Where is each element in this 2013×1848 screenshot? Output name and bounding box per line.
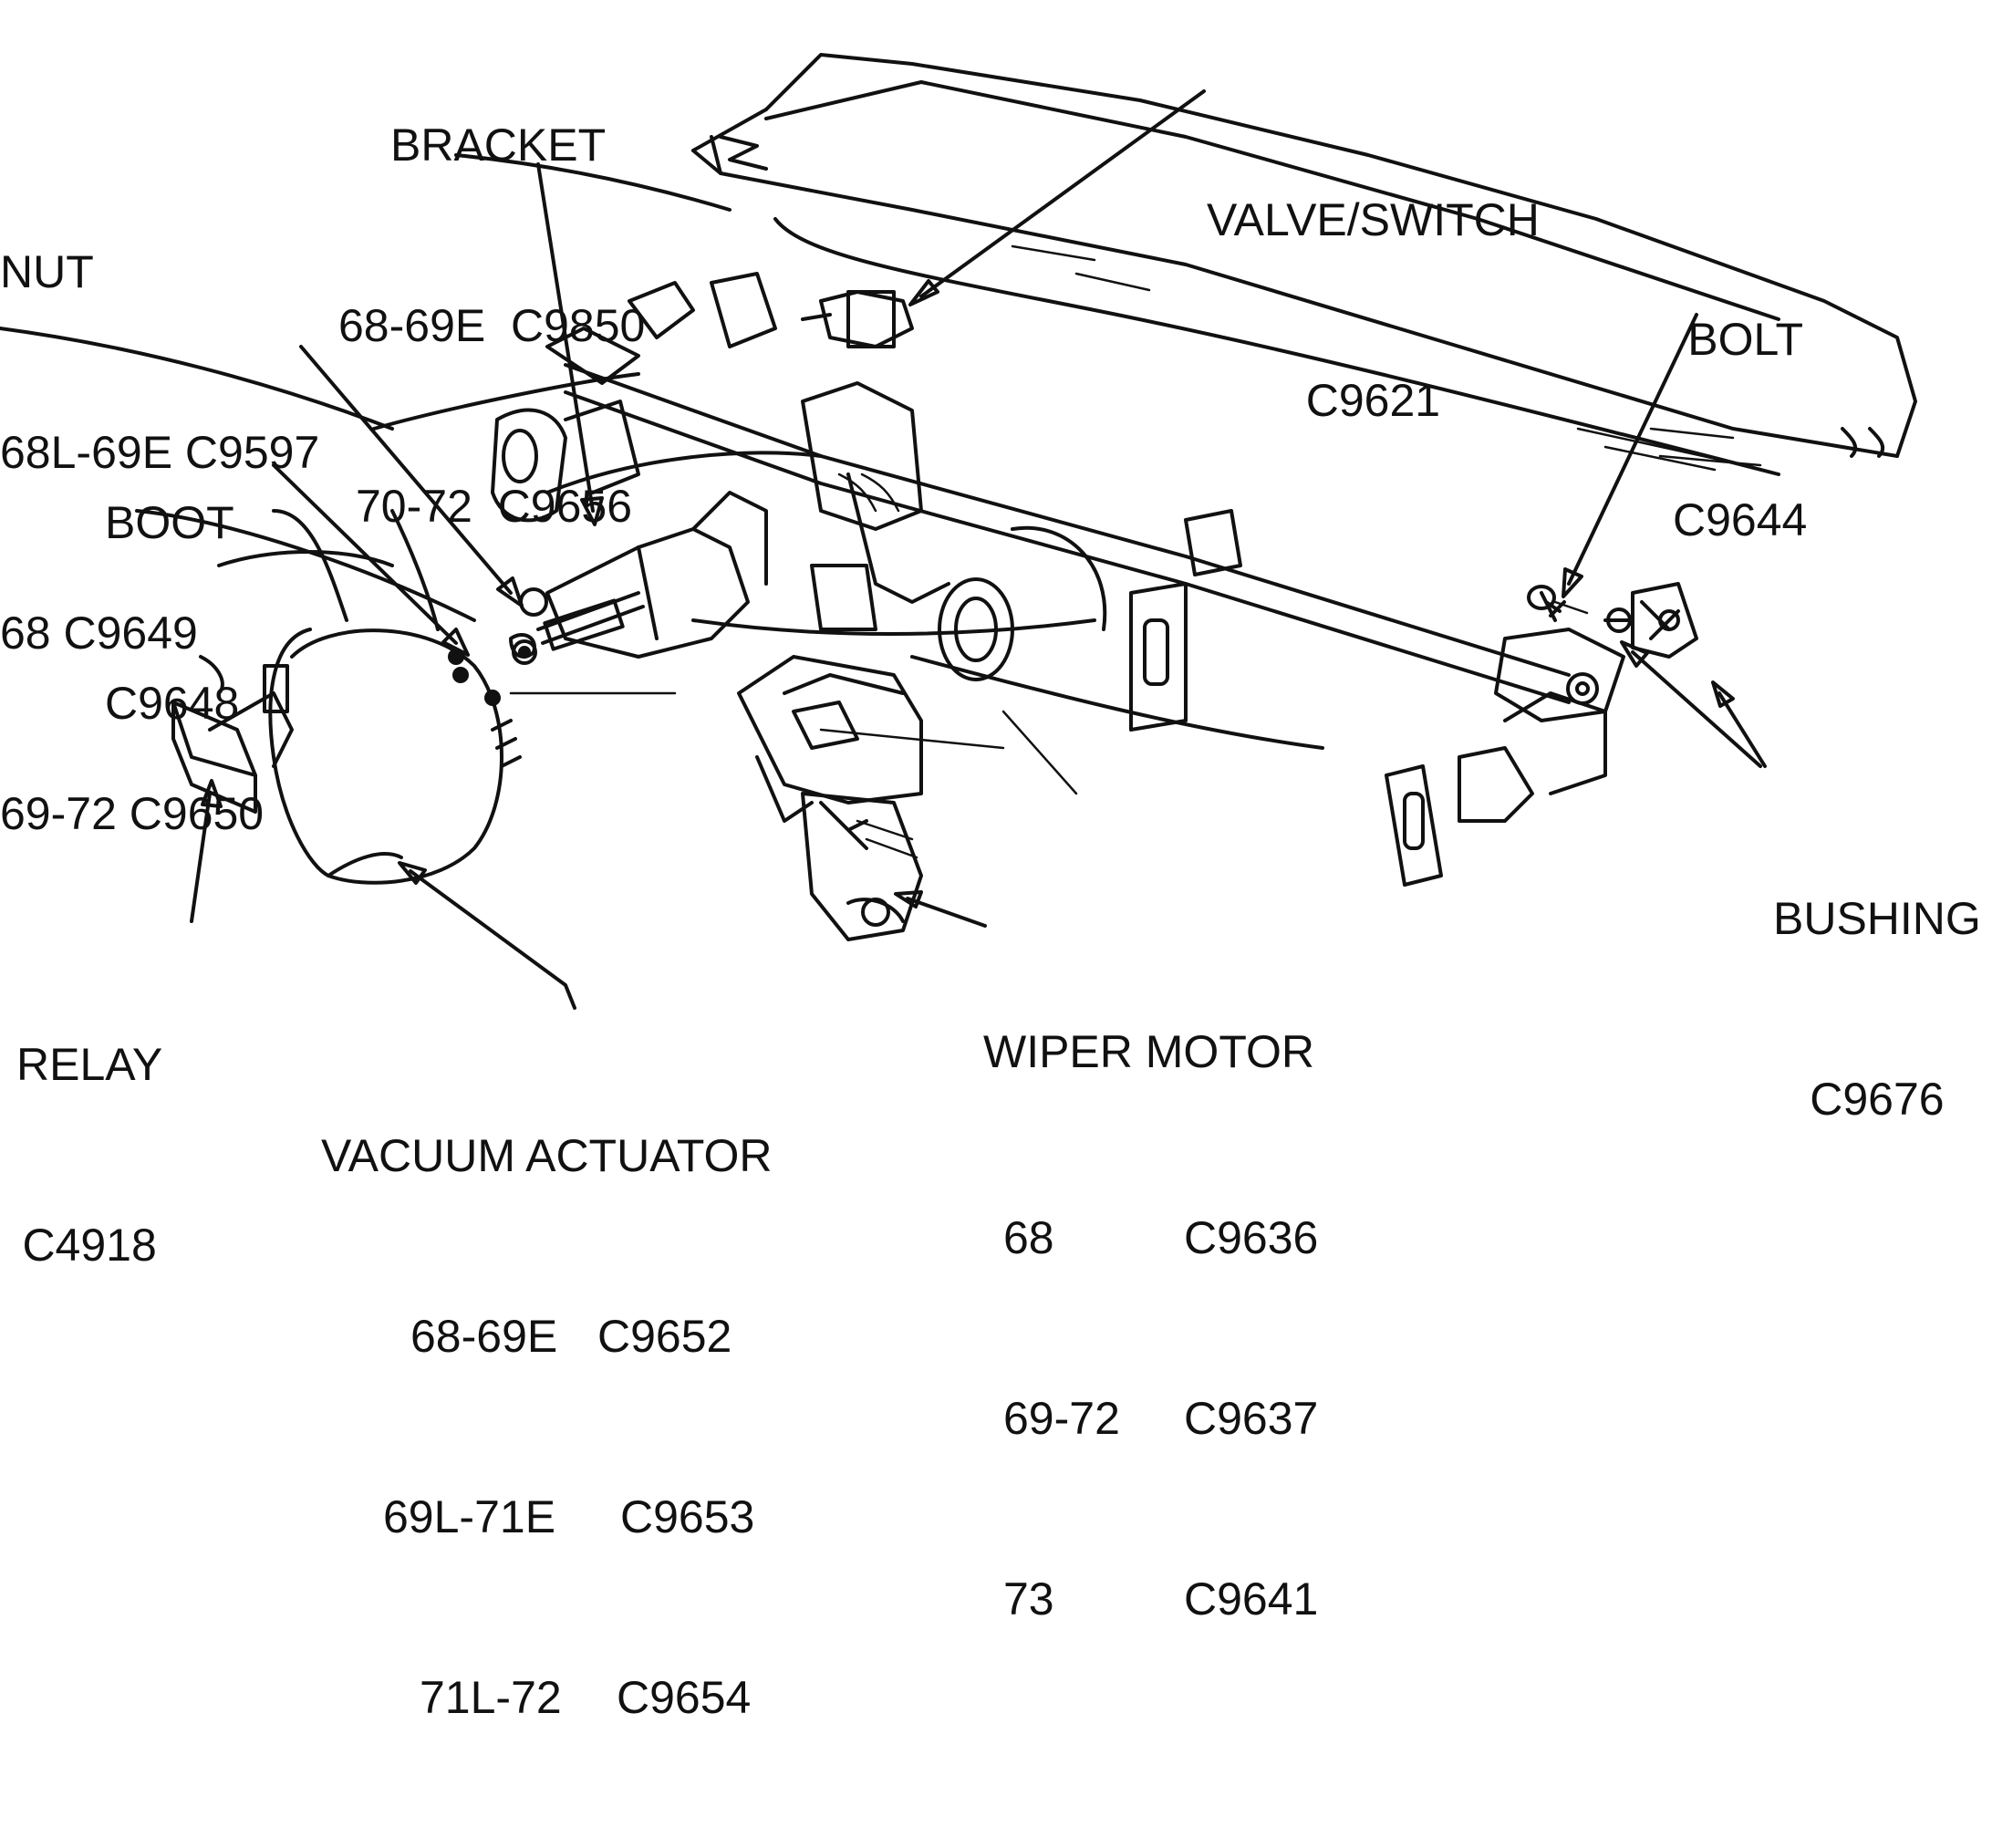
bracket-line-1: 68-69E C9850 (338, 300, 646, 351)
wiper-motor-title: WIPER MOTOR (983, 1026, 1314, 1077)
bushing-label: BUSHING C9676 (1773, 768, 1981, 1250)
vacuum-actuator-part-number: C9654 (617, 1672, 752, 1723)
nut-line-3: 69-72 C9650 (0, 788, 265, 839)
relay-part (171, 655, 294, 814)
nut-line-2: 68 C9649 (0, 607, 198, 659)
vacuum-actuator-title: VACUUM ACTUATOR (321, 1130, 773, 1181)
wiper-motor-part-number: C9636 (1184, 1212, 1319, 1263)
vacuum-actuator-year: 71L-72 (420, 1672, 562, 1723)
center-mechanism (801, 381, 1242, 732)
wiper-motor-year: 73 (1003, 1573, 1054, 1625)
bolt-part (1527, 585, 1589, 615)
valve-switch-title: VALVE/SWITCH (1207, 194, 1540, 245)
nut-label: NUT 68L-69E C9597 68 C9649 69-72 C9650 (0, 121, 319, 964)
valve-switch-part (801, 290, 914, 348)
bushing-part-number: C9676 (1810, 1074, 1945, 1125)
wiper-motor-label: WIPER MOTOR 68 C9636 69-72 C9637 73 C964… (983, 901, 1318, 1749)
wiper-parts-diagram: BRACKET 68-69E C9850 70-72 C9656 NUT 68L… (0, 0, 1981, 1723)
vacuum-actuator-part-number: C9652 (597, 1311, 732, 1362)
wiper-motor-row: 73 C9641 (1003, 1569, 1318, 1629)
nut-line-1: 68L-69E C9597 (0, 427, 320, 478)
wiper-motor-year: 68 (1003, 1212, 1054, 1263)
vacuum-actuator-label: VACUUM ACTUATOR 68-69E C9652 69L-71E C96… (321, 1005, 772, 1848)
vacuum-actuator-part-number: C9653 (620, 1491, 755, 1542)
wiper-motor-part (737, 655, 923, 941)
bolt-part-number: C9644 (1673, 494, 1808, 545)
valve-switch-part-number: C9621 (1305, 375, 1441, 426)
vacuum-actuator-part (268, 509, 522, 885)
relay-title: RELAY (16, 1039, 163, 1090)
wiper-motor-part-number: C9641 (1184, 1573, 1319, 1625)
relay-part-number: C4918 (22, 1220, 157, 1271)
wiper-motor-year: 69-72 (1003, 1393, 1120, 1444)
wiper-motor-row: 68 C9636 (1003, 1208, 1318, 1268)
body-contours (0, 153, 1324, 795)
bracket-line-2: 70-72 C9656 (356, 481, 633, 532)
bolt-label: BOLT C9644 (1673, 189, 1807, 670)
wiper-assembly-illustration (0, 53, 1917, 1010)
bushing-title: BUSHING (1773, 893, 1981, 944)
leader-lines (190, 89, 1767, 1010)
nut-title: NUT (0, 246, 94, 297)
wiper-motor-part-number: C9637 (1184, 1393, 1319, 1444)
left-pivot (491, 272, 777, 523)
cowl-panel (691, 53, 1917, 476)
wiper-motor-row: 69-72 C9637 (1003, 1388, 1318, 1448)
boot-label: BOOT C9648 (105, 372, 239, 854)
vacuum-actuator-year: 69L-71E (383, 1491, 556, 1542)
vacuum-actuator-year: 68-69E (410, 1311, 558, 1362)
right-pivot (1385, 582, 1698, 887)
bolt-title: BOLT (1687, 314, 1804, 365)
vacuum-actuator-row: 69L-71E C9653 (383, 1487, 772, 1547)
boot-part (512, 639, 537, 665)
bracket-label: BRACKET 68-69E C9850 70-72 C9656 (338, 0, 645, 657)
crank-bracket (509, 491, 768, 659)
boot-part-number: C9648 (105, 678, 240, 729)
vacuum-actuator-row: 71L-72 C9654 (420, 1667, 772, 1728)
valve-switch-label: VALVE/SWITCH C9621 (1207, 69, 1540, 551)
bracket-title: BRACKET (390, 119, 607, 171)
boot-title: BOOT (105, 497, 234, 548)
relay-label: RELAY C4918 (16, 914, 162, 1396)
vacuum-actuator-row: 68-69E C9652 (410, 1306, 772, 1366)
